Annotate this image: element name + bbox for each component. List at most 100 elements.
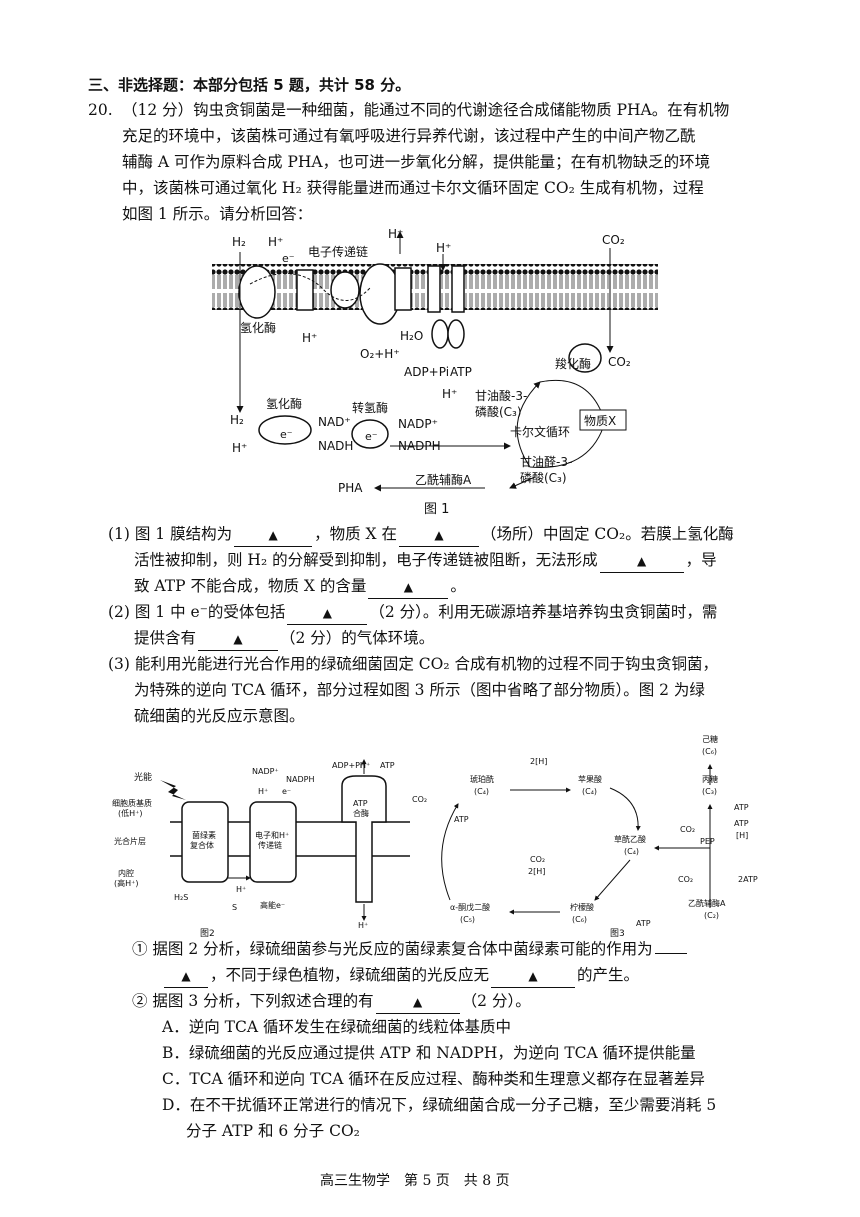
atp-synthase-left bbox=[427, 265, 441, 313]
fig3-label: 2ATP bbox=[738, 875, 758, 884]
fig2-label: H₂S bbox=[174, 893, 188, 902]
fig3-label: (C₆) bbox=[702, 747, 717, 756]
fig2-label: ADP+Pi bbox=[332, 761, 362, 770]
figure-2-diagram: 光能 细胞质基质 (低H⁺) 光合片层 内腔 (高H⁺) 菌绿素 复合体 电子和… bbox=[112, 759, 410, 930]
fig1-label: NADPH bbox=[398, 439, 441, 453]
fig3-label: (C₄) bbox=[624, 847, 639, 856]
q3-line: 为特殊的逆向 TCA 循环，部分过程如图 3 所示（图中省略了部分物质）。图 2… bbox=[134, 681, 705, 699]
figure-2-caption: 图2 bbox=[200, 929, 215, 939]
fig1-label: H⁺ bbox=[388, 227, 403, 241]
fig1-label: 羧化酶 bbox=[555, 356, 591, 371]
atp-synthase-right bbox=[451, 265, 465, 313]
arrow-oaa-citrate bbox=[594, 859, 631, 901]
fig1-label: e⁻ bbox=[280, 428, 293, 441]
q1-line: (1) 图 1 膜结构为▲，物质 X 在▲（场所）中固定 CO₂。若膜上氢化酶 bbox=[108, 523, 734, 547]
fig3-label: 琥珀酰 bbox=[470, 774, 494, 784]
fig2-label: H⁺ bbox=[236, 885, 246, 894]
fig3-label: α-酮戊二酸 bbox=[450, 902, 490, 912]
fig2-label: e⁻ bbox=[282, 787, 291, 796]
fig2-label: 菌绿素 bbox=[192, 830, 216, 840]
fig2-label: 光合片层 bbox=[114, 836, 146, 846]
etc-protein-3 bbox=[359, 263, 401, 325]
answer-blank[interactable]: ▲ bbox=[164, 964, 208, 988]
q1-line: 致 ATP 不能合成，物质 X 的含量▲。 bbox=[134, 575, 466, 599]
q1-text: 致 ATP 不能合成，物质 X 的含量 bbox=[134, 577, 367, 595]
fig1-label: 甘油酸-3- bbox=[475, 388, 527, 403]
fig1-label: H₂ bbox=[230, 413, 244, 427]
fig1-label: H⁺ bbox=[232, 441, 247, 455]
fig3-label: CO₂ bbox=[530, 855, 545, 864]
question-intro-line: 中，该菌株可通过氧化 H₂ 获得能量进而通过卡尔文循环固定 CO₂ 生成有机物，… bbox=[122, 179, 704, 197]
answer-blank[interactable]: ▲ bbox=[491, 964, 576, 988]
answer-blank[interactable]: ▲ bbox=[198, 627, 279, 651]
question-intro-line: （12 分）钩虫贪铜菌是一种细菌，能通过不同的代谢途径合成储能物质 PHA。在有… bbox=[122, 101, 730, 119]
fig1-label: O₂+H⁺ bbox=[360, 347, 400, 361]
answer-blank[interactable]: ▲ bbox=[399, 523, 479, 547]
fig1-label: H₂O bbox=[400, 329, 423, 343]
fig3-label: 己糖 bbox=[702, 734, 718, 744]
fig2-label: 高能e⁻ bbox=[260, 900, 285, 910]
atp-synthase-shape bbox=[341, 775, 387, 903]
fig3-label: (C₅) bbox=[460, 915, 475, 924]
q2-text: (2) 图 1 中 e⁻的受体包括 bbox=[108, 603, 286, 621]
etc-protein-4 bbox=[394, 267, 412, 311]
fig3-label: 草酰乙酸 bbox=[614, 834, 646, 844]
answer-blank[interactable]: ▲ bbox=[375, 990, 460, 1014]
fig1-label: 卡尔文循环 bbox=[510, 424, 570, 439]
sub2-text: （2 分）。 bbox=[461, 992, 531, 1010]
answer-blank[interactable]: ▲ bbox=[234, 523, 313, 547]
answer-blank[interactable]: ▲ bbox=[287, 601, 368, 625]
q2-line: 提供含有▲（2 分）的气体环境。 bbox=[134, 627, 434, 651]
figure-1-diagram: H₂ H⁺ e⁻ 电子传递链 H⁺ H⁺ CO₂ 氢化酶 H⁺ H₂O O₂+H… bbox=[212, 227, 658, 495]
q2-text: （2 分）的气体环境。 bbox=[280, 629, 435, 647]
fig3-label: (C₂) bbox=[704, 911, 719, 920]
fig2-label: ATP bbox=[353, 799, 368, 808]
sub1-line: ① 据图 2 分析，绿硫细菌参与光反应的菌绿素复合体中菌绿素可能的作用为 bbox=[132, 938, 689, 960]
fig3-label: ATP bbox=[734, 819, 749, 828]
q1-text: ，物质 X 在 bbox=[314, 525, 397, 543]
fig1-label: H⁺ bbox=[268, 235, 283, 249]
q1-text: （场所）中固定 CO₂。若膜上氢化酶 bbox=[481, 525, 734, 543]
fig2-label: NADP⁺ bbox=[252, 767, 279, 776]
figure-3-caption: 图3 bbox=[610, 929, 625, 939]
fig2-label: 电子和H⁺ bbox=[255, 830, 289, 840]
answer-blank[interactable]: ▲ bbox=[368, 575, 449, 599]
q2-line: (2) 图 1 中 e⁻的受体包括▲（2 分）。利用无碳源培养基培养钩虫贪铜菌时… bbox=[108, 601, 717, 625]
option-c: C．TCA 循环和逆向 TCA 循环在反应过程、酶种类和生理意义都存在显著差异 bbox=[162, 1070, 705, 1088]
fig1-label: NADP⁺ bbox=[398, 417, 438, 431]
fig1-label: PHA bbox=[338, 481, 363, 495]
fig2-label: 细胞质基质 bbox=[112, 798, 152, 808]
fig1-label: e⁻ bbox=[365, 430, 378, 443]
option-d-cont: 分子 ATP 和 6 分子 CO₂ bbox=[186, 1122, 360, 1140]
fig3-label: 苹果酸 bbox=[578, 774, 602, 784]
sub1-text: 的产生。 bbox=[577, 966, 640, 984]
fig1-label: CO₂ bbox=[608, 355, 631, 369]
fig2-label: (低H⁺) bbox=[118, 808, 142, 818]
fig3-label: ATP bbox=[636, 919, 651, 928]
transhydrogenase-protein bbox=[351, 419, 389, 449]
answer-blank[interactable] bbox=[654, 953, 687, 954]
fig1-label: ADP+Pi bbox=[404, 365, 449, 379]
question-intro-line: 如图 1 所示。请分析回答： bbox=[122, 205, 313, 223]
answer-blank[interactable]: ▲ bbox=[599, 549, 684, 573]
fig1-label: 转氢酶 bbox=[352, 400, 388, 415]
sub1-line: ▲，不同于绿色植物，绿硫细菌的光反应无▲的产生。 bbox=[162, 964, 639, 988]
option-a: A．逆向 TCA 循环发生在绿硫细菌的线粒体基质中 bbox=[162, 1018, 511, 1036]
fig1-label: H⁺ bbox=[302, 331, 317, 345]
arrow-acetyl bbox=[509, 476, 536, 489]
fig2-label: 合酶 bbox=[353, 808, 369, 818]
fig1-label: 磷酸(C₃) bbox=[475, 404, 522, 419]
question-intro-line: 辅酶 A 可作为原料合成 PHA，也可进一步氧化分解，提供能量；在有机物缺乏的环… bbox=[122, 153, 711, 171]
q1-text: (1) 图 1 膜结构为 bbox=[108, 525, 233, 543]
fig3-label: (C₆) bbox=[572, 915, 587, 924]
fig1-label: 乙酰辅酶A bbox=[415, 472, 472, 487]
fig1-label: 甘油醛-3- bbox=[520, 454, 572, 469]
substance-x-box bbox=[579, 409, 627, 431]
fig3-label: ATP bbox=[734, 803, 749, 812]
fig2-label: NADPH bbox=[286, 775, 314, 784]
fig1-label: CO₂ bbox=[602, 233, 625, 247]
fig3-label: 乙酰辅酶A bbox=[688, 898, 726, 908]
lightning-bolt bbox=[160, 780, 186, 800]
q1-text: 活性被抑制，则 H₂ 的分解受到抑制，电子传递链被阻断，无法形成 bbox=[134, 551, 598, 569]
fig2-label: H⁺ bbox=[358, 921, 368, 930]
